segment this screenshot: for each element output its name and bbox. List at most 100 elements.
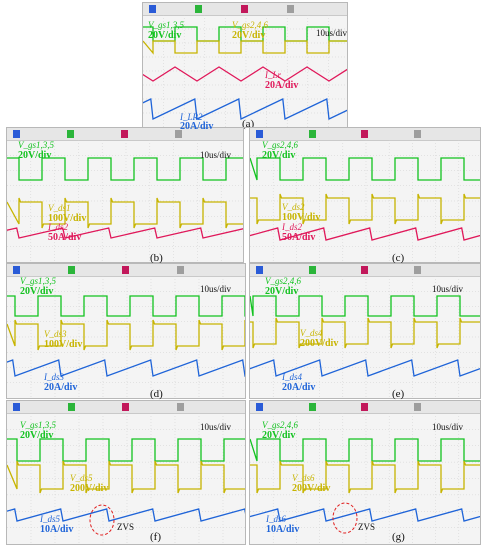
channel-indicator bbox=[67, 403, 75, 411]
waveform-plot-a bbox=[143, 15, 347, 127]
vds-trace bbox=[250, 460, 480, 494]
ids-trace bbox=[7, 508, 245, 522]
vgs-trace bbox=[250, 295, 480, 317]
timebase-label: 10us/div bbox=[200, 150, 232, 160]
trace-label: V_gs1,3,5 bbox=[20, 420, 56, 430]
ids-trace bbox=[250, 227, 480, 241]
waveform-plot-b bbox=[7, 140, 243, 262]
zvs-label: ZVS bbox=[117, 522, 135, 532]
scope-panel-b bbox=[6, 127, 244, 263]
zvs-marker-circle bbox=[89, 504, 115, 536]
panel-label-b: (b) bbox=[150, 252, 163, 264]
trace-label: V_gs2,4,6 bbox=[265, 276, 301, 286]
channel-indicator bbox=[308, 130, 316, 138]
trace-label: I_ds2 bbox=[48, 222, 68, 232]
vds-trace bbox=[7, 319, 245, 351]
timebase-label: 10us/div bbox=[432, 422, 464, 432]
scope-panel-f bbox=[6, 400, 246, 545]
trace-label: 20V/div bbox=[148, 30, 182, 41]
timebase-label: 10us/div bbox=[200, 284, 232, 294]
trace-label: I_LR2 bbox=[180, 112, 203, 122]
scope-channel-bar bbox=[7, 264, 245, 277]
channel-indicator bbox=[121, 130, 128, 138]
channel-indicator bbox=[361, 403, 368, 411]
channel-indicator bbox=[413, 266, 421, 274]
trace-label: 200V/div bbox=[70, 483, 109, 494]
trace-label: V_gs2,4,6 bbox=[262, 140, 298, 150]
vds-trace bbox=[7, 197, 243, 229]
trace-label: 10A/div bbox=[266, 524, 300, 535]
trace-label: I_ds4 bbox=[282, 372, 302, 382]
vgs-trace bbox=[7, 157, 243, 181]
scope-channel-bar bbox=[7, 401, 245, 414]
trace-label: 20A/div bbox=[44, 382, 78, 393]
vgs-trace bbox=[250, 157, 480, 181]
trace-label: V_ds2 bbox=[282, 202, 305, 212]
timebase-label: 10us/div bbox=[432, 284, 464, 294]
trace-label: V_ds1 bbox=[48, 203, 71, 213]
channel-indicator bbox=[67, 130, 74, 138]
trace-label: V_ds5 bbox=[70, 473, 93, 483]
trace-label: 50A/div bbox=[48, 232, 82, 243]
trace-label: 20V/div bbox=[18, 150, 52, 161]
ids-trace bbox=[250, 359, 480, 377]
ids-trace bbox=[250, 508, 480, 522]
vgs-trace-2 bbox=[143, 40, 347, 55]
waveform-plot-c bbox=[250, 140, 480, 262]
waveform-plot-d bbox=[7, 276, 245, 398]
vgs-trace bbox=[7, 438, 245, 462]
trace-label: 200V/div bbox=[300, 338, 339, 349]
vds-trace bbox=[250, 193, 480, 225]
trace-label: 50A/div bbox=[282, 232, 316, 243]
zvs-label: ZVS bbox=[358, 522, 376, 532]
trace-label: 20V/div bbox=[232, 30, 266, 41]
channel-indicator bbox=[67, 266, 75, 274]
channel-indicator bbox=[361, 266, 368, 274]
channel-indicator bbox=[176, 266, 184, 274]
channel-indicator bbox=[256, 130, 263, 138]
channel-indicator bbox=[13, 403, 20, 411]
trace-label: 20V/div bbox=[265, 286, 299, 297]
channel-indicator bbox=[308, 266, 316, 274]
waveform-plot-e bbox=[250, 276, 480, 398]
ids-trace bbox=[7, 227, 243, 239]
trace-label: 100V/div bbox=[48, 213, 87, 224]
trace-label: I_ds6 bbox=[266, 514, 286, 524]
trace-label: V_ds3 bbox=[44, 329, 67, 339]
timebase-label: 10us/div bbox=[200, 422, 232, 432]
channel-indicator bbox=[122, 266, 129, 274]
zvs-marker-circle bbox=[332, 502, 358, 534]
trace-label: V_ds4 bbox=[300, 328, 323, 338]
vds-trace bbox=[250, 317, 480, 349]
trace-label: V_gs2,4,6 bbox=[232, 20, 268, 30]
trace-label: V_gs2,4,6 bbox=[262, 420, 298, 430]
vgs-trace bbox=[250, 438, 480, 462]
channel-indicator bbox=[176, 403, 184, 411]
scope-channel-bar bbox=[143, 3, 347, 16]
trace-label: 200V/div bbox=[292, 483, 331, 494]
channel-indicator bbox=[241, 5, 248, 13]
scope-channel-bar bbox=[250, 128, 480, 141]
channel-indicator bbox=[413, 130, 421, 138]
channel-indicator bbox=[13, 266, 20, 274]
channel-indicator bbox=[361, 130, 368, 138]
waveform-plot-f bbox=[7, 413, 245, 544]
trace-label: V_gs1,3,5 bbox=[20, 276, 56, 286]
ilr-trace bbox=[143, 66, 347, 82]
trace-label: 20V/div bbox=[262, 150, 296, 161]
scope-channel-bar bbox=[250, 401, 480, 414]
trace-label: I_ds2 bbox=[282, 222, 302, 232]
waveform-plot-g bbox=[250, 413, 480, 544]
scope-panel-c bbox=[249, 127, 481, 263]
panel-label-g: (g) bbox=[392, 531, 405, 543]
trace-label: 20V/div bbox=[20, 430, 54, 441]
scope-panel-e bbox=[249, 263, 481, 399]
trace-label: 20V/div bbox=[20, 286, 54, 297]
trace-label: 20A/div bbox=[282, 382, 316, 393]
panel-label-c: (c) bbox=[392, 252, 405, 264]
scope-panel-d bbox=[6, 263, 246, 399]
ilr2-trace bbox=[143, 98, 347, 120]
trace-label: V_gs1,3,5 bbox=[18, 140, 54, 150]
trace-label: V_gs1,3,5 bbox=[148, 20, 184, 30]
trace-label: 10A/div bbox=[40, 524, 74, 535]
